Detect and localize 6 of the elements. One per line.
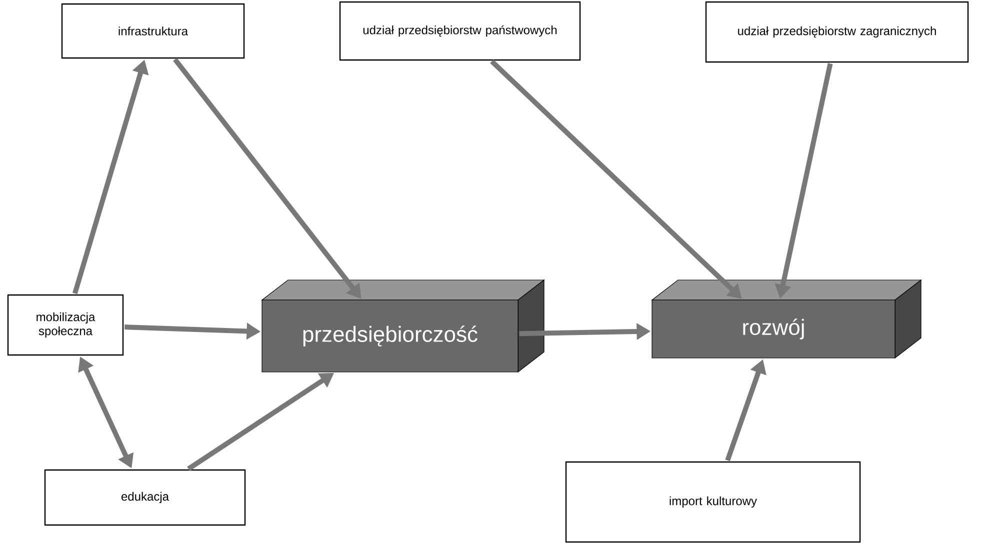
text-box: udział przedsiębiorstw zagranicznych (705, 1, 969, 63)
text-box: import kulturowy (565, 461, 861, 543)
text-box: mobilizacja społeczna (7, 294, 124, 356)
text-box: udział przedsiębiorstw państwowych (339, 1, 581, 61)
text-box: edukacja (44, 469, 246, 526)
text-box: infrastruktura (61, 3, 245, 59)
